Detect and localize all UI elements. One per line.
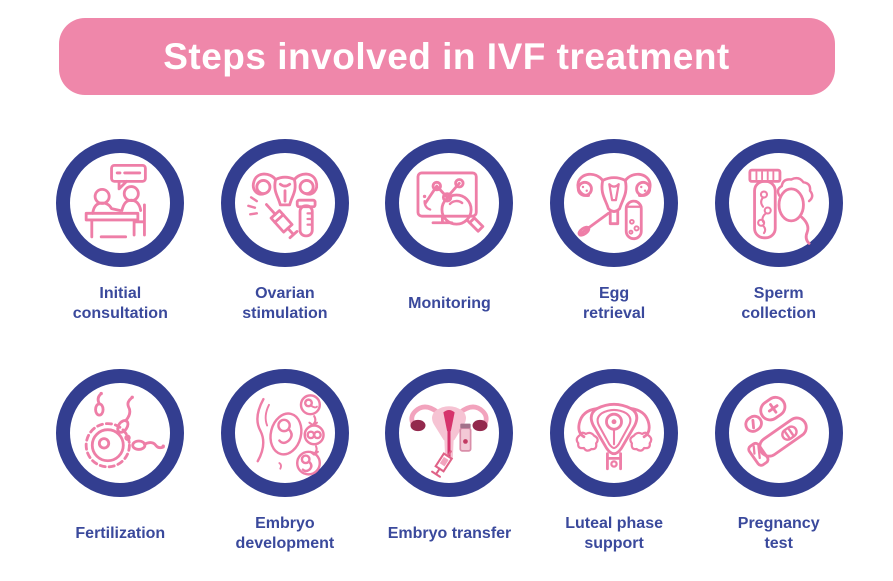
pregnancy-test-icon xyxy=(744,395,808,467)
step-cell-luteal-phase-support: Luteal phase support xyxy=(532,369,697,557)
step-label: Pregnancy test xyxy=(737,515,820,552)
step-cell-egg-retrieval: Egg retrieval xyxy=(532,139,697,327)
step-label: Fertilization xyxy=(75,525,166,543)
egg-retrieval-icon xyxy=(576,172,652,241)
step-circle xyxy=(385,139,514,267)
step-cell-fertilization: Fertilization xyxy=(38,369,203,557)
title-banner: Steps involved in IVF treatment xyxy=(58,18,835,95)
step-label: Monitoring xyxy=(408,295,491,313)
step-label: Ovarian stimulation xyxy=(242,285,328,322)
embryo-development-icon xyxy=(256,394,325,476)
step-circle xyxy=(714,369,843,497)
step-circle xyxy=(550,139,679,267)
fertilization-icon xyxy=(85,391,166,469)
monitoring-icon xyxy=(417,171,485,233)
step-circle xyxy=(56,369,185,497)
step-cell-pregnancy-test: Pregnancy test xyxy=(696,369,861,557)
step-circle xyxy=(550,369,679,497)
consultation-icon xyxy=(85,163,148,239)
step-label: Egg retrieval xyxy=(582,285,646,322)
step-label: Embryo transfer xyxy=(387,525,512,543)
step-label: Luteal phase support xyxy=(565,515,663,552)
step-label: Initial consultation xyxy=(72,285,168,322)
sperm-collection-icon xyxy=(748,168,814,245)
step-circle xyxy=(220,369,349,497)
step-circle xyxy=(220,139,349,267)
step-cell-sperm-collection: Sperm collection xyxy=(696,139,861,327)
step-label: Embryo development xyxy=(235,515,335,552)
steps-grid: Initial consultation xyxy=(0,139,893,557)
step-cell-monitoring: Monitoring xyxy=(367,139,532,327)
step-cell-embryo-transfer: Embryo transfer xyxy=(367,369,532,557)
step-label: Sperm collection xyxy=(741,285,817,322)
embryo-transfer-icon xyxy=(409,404,490,478)
luteal-phase-support-icon xyxy=(575,402,653,471)
page-title: Steps involved in IVF treatment xyxy=(163,35,730,77)
step-cell-ovarian-stimulation: Ovarian stimulation xyxy=(203,139,368,327)
ovarian-stimulation-icon xyxy=(247,172,318,240)
step-circle xyxy=(385,369,514,497)
step-cell-initial-consultation: Initial consultation xyxy=(38,139,203,327)
step-circle xyxy=(714,139,843,267)
step-cell-embryo-development: Embryo development xyxy=(203,369,368,557)
step-circle xyxy=(56,139,185,267)
